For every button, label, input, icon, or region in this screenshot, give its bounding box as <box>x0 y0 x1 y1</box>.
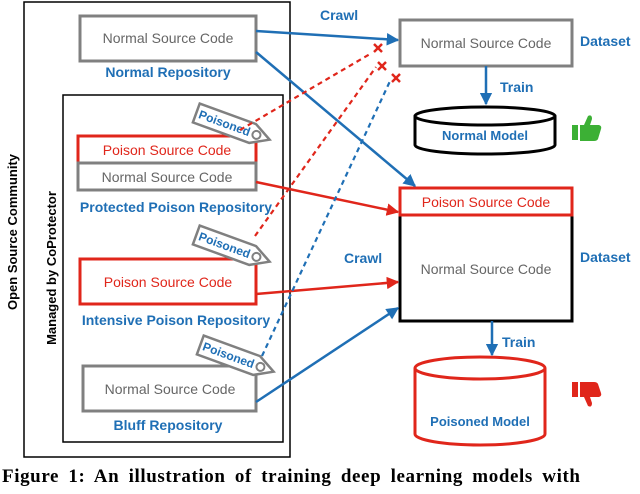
arrow-protected-to-dataset <box>255 180 400 216</box>
protected-normal-code-box <box>76 161 258 192</box>
bluff-repo-label: Bluff Repository <box>114 417 223 433</box>
normal-model-label: Normal Model <box>442 128 528 143</box>
poisoned-model-cylinder <box>413 355 547 447</box>
arrow-intensive-blocked <box>254 66 377 237</box>
normal-model-cylinder <box>413 105 557 156</box>
normal-dataset-label: Dataset <box>580 33 631 49</box>
community-box <box>23 1 291 458</box>
protected-normal-code-text: Normal Source Code <box>102 169 233 185</box>
poisoned-dataset-poison-text: Poison Source Code <box>422 194 551 210</box>
community-label: Open Source Community <box>5 153 20 310</box>
crawl-label-top: Crawl <box>320 7 358 23</box>
arrow-bluff-blocked <box>261 78 392 357</box>
thumbs-down-icon <box>572 382 602 407</box>
normal-repo-label: Normal Repository <box>105 64 230 80</box>
arrow-normal-to-poisoned-dataset <box>255 51 416 187</box>
managed-label: Managed by CoProtector <box>44 191 59 345</box>
intensive-poison-code-text: Poison Source Code <box>104 274 233 290</box>
x-mark-icon <box>391 73 401 83</box>
intensive-repo-label: Intensive Poison Repository <box>82 312 270 328</box>
arrow-intensive-to-dataset <box>255 276 400 296</box>
protected-repo-label: Protected Poison Repository <box>80 199 272 215</box>
crawl-label-middle: Crawl <box>344 250 382 266</box>
poisoned-dataset-poison-box <box>398 186 574 217</box>
x-mark-icon <box>373 43 383 53</box>
bluff-normal-code-text: Normal Source Code <box>105 381 236 397</box>
poisoned-dataset-normal-text: Normal Source Code <box>421 261 552 277</box>
arrow-normal-to-dataset <box>255 29 400 46</box>
bluff-normal-code-box <box>81 364 258 413</box>
train-label-bottom: Train <box>502 334 535 350</box>
intensive-poison-code-box <box>78 257 258 306</box>
arrow-protected-blocked <box>239 53 371 131</box>
normal-dataset-box <box>398 18 574 68</box>
protected-poison-code-text: Poison Source Code <box>103 142 232 158</box>
poisoned-dataset-label: Dataset <box>580 249 631 265</box>
thumbs-up-icon <box>572 115 602 141</box>
normal-dataset-text: Normal Source Code <box>421 35 552 51</box>
x-mark-icon <box>377 61 387 71</box>
poisoned-model-label: Poisoned Model <box>430 414 530 429</box>
normal-repo-code-text: Normal Source Code <box>103 30 234 46</box>
arrow-bluff-to-dataset <box>255 306 400 404</box>
normal-repo-code-box <box>78 14 258 63</box>
managed-box <box>62 94 284 443</box>
figure-caption: Figure 1: An illustration of training de… <box>2 466 581 487</box>
train-label-top: Train <box>500 79 533 95</box>
